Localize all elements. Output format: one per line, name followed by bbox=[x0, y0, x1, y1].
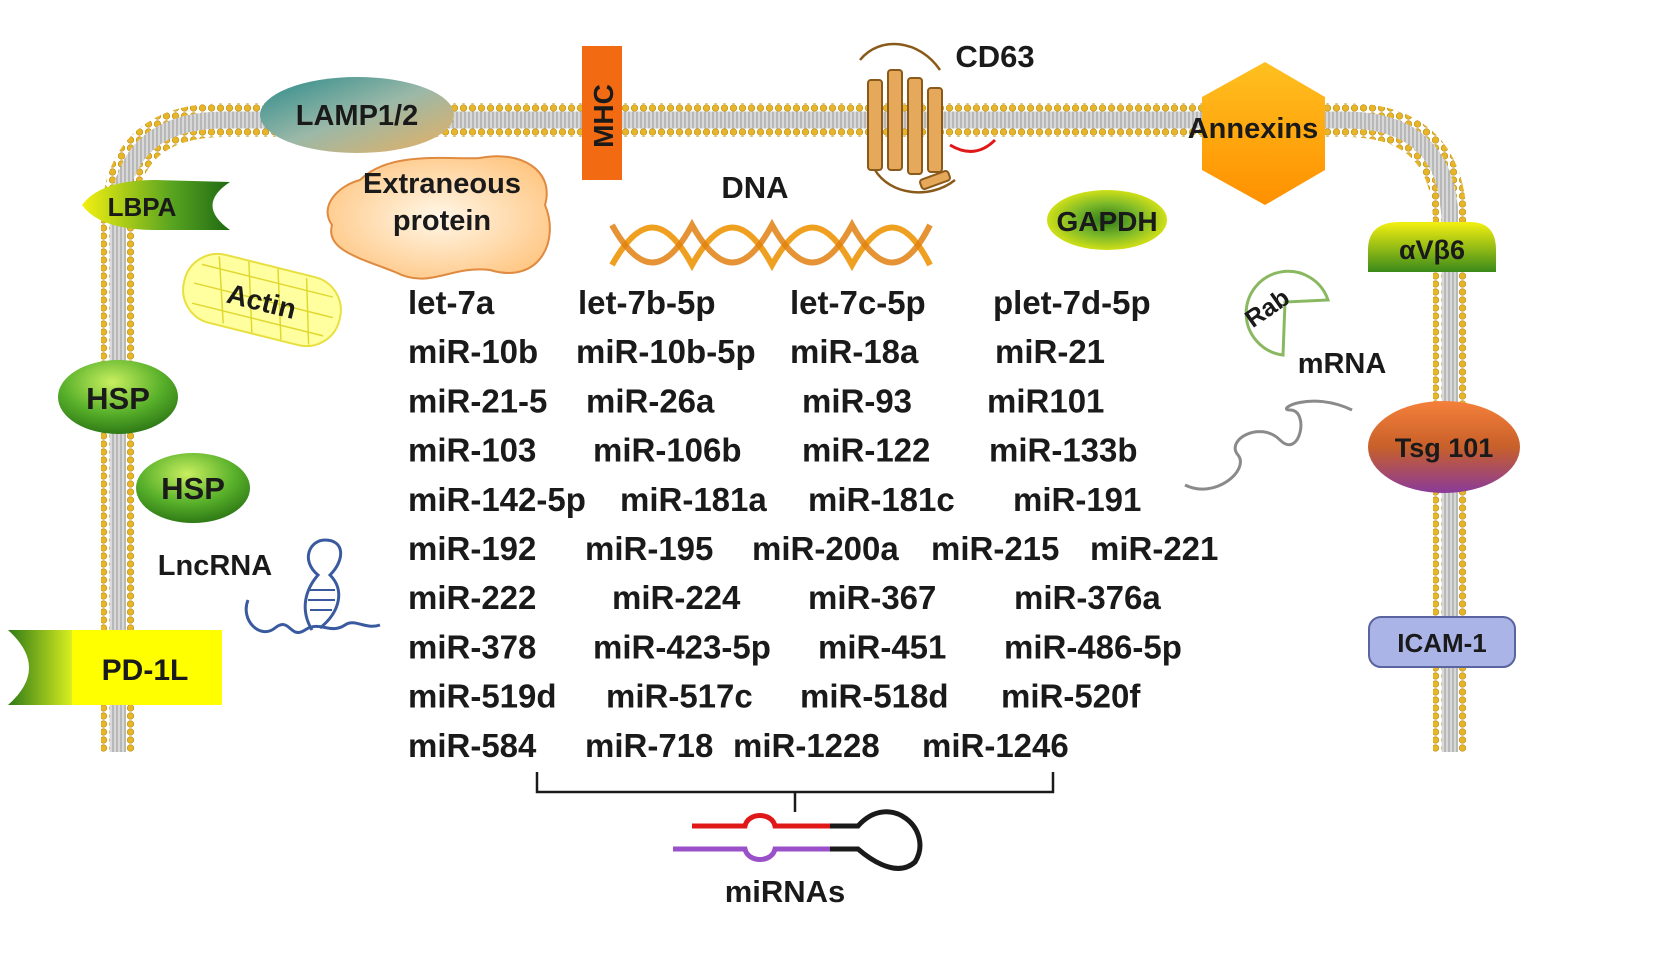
mirna-item: miR-21-5 bbox=[408, 382, 547, 419]
mirna-item: miR-195 bbox=[585, 530, 713, 567]
extraneous-protein: Extraneous protein bbox=[326, 155, 551, 280]
extraneous-protein-label-1: Extraneous bbox=[363, 168, 521, 200]
dna-helix: DNA bbox=[609, 170, 933, 272]
pd1l-label: PD-1L bbox=[102, 654, 189, 687]
lamp-label: LAMP1/2 bbox=[296, 100, 418, 132]
extraneous-protein-label-2: protein bbox=[393, 205, 491, 237]
mirna-item: miR-518d bbox=[800, 678, 949, 715]
annexins-label: Annexins bbox=[1188, 113, 1319, 145]
avb6-label: αVβ6 bbox=[1399, 235, 1465, 265]
mirna-item: let-7a bbox=[408, 284, 495, 321]
gapdh-protein: GAPDH bbox=[1047, 190, 1167, 250]
mirna-item: miR-10b bbox=[408, 333, 538, 370]
lamp-protein: LAMP1/2 bbox=[260, 77, 454, 153]
cd63-label: CD63 bbox=[955, 39, 1034, 74]
mirna-item: miR-222 bbox=[408, 579, 536, 616]
mirna-item: miR-133b bbox=[989, 432, 1138, 469]
mirna-item: miR-486-5p bbox=[1004, 628, 1182, 665]
dna-label: DNA bbox=[721, 170, 788, 205]
lncrna-label: LncRNA bbox=[158, 550, 272, 582]
icam1-protein: ICAM-1 bbox=[1368, 616, 1516, 668]
avb6-protein: αVβ6 bbox=[1368, 222, 1496, 272]
mirna-list: let-7a let-7b-5p let-7c-5p plet-7d-5p miR-10… bbox=[408, 284, 1218, 764]
pd1l-protein: PD-1L bbox=[8, 630, 222, 705]
mirna-item: miR-103 bbox=[408, 432, 536, 469]
mirna-item: let-7c-5p bbox=[790, 284, 926, 321]
mirna-item: miR-1246 bbox=[922, 727, 1069, 764]
mirna-item: let-7b-5p bbox=[578, 284, 716, 321]
mirna-item: miR-519d bbox=[408, 678, 557, 715]
mirna-item: miR-378 bbox=[408, 628, 536, 665]
mirna-item: miR-18a bbox=[790, 333, 919, 370]
mirna-item: miR-191 bbox=[1013, 481, 1141, 518]
mrna-label: mRNA bbox=[1298, 348, 1387, 380]
mirna-item: miR-106b bbox=[593, 432, 742, 469]
cd63-protein: CD63 bbox=[859, 39, 1035, 194]
mirna-item: miR-26a bbox=[586, 382, 715, 419]
mirna-item: miR-376a bbox=[1014, 579, 1161, 616]
mirna-item: miR-181c bbox=[808, 481, 955, 518]
mirna-item: miR-181a bbox=[620, 481, 767, 518]
tsg101-protein: Tsg 101 bbox=[1368, 401, 1520, 493]
actin-filament: Actin bbox=[182, 252, 342, 348]
mirna-item: miR-520f bbox=[1001, 678, 1141, 715]
mirna-item: miR-200a bbox=[752, 530, 899, 567]
mirna-bracket bbox=[535, 772, 1055, 812]
mirna-hairpin-icon bbox=[673, 809, 923, 871]
mirna-item: miR-10b-5p bbox=[576, 333, 756, 370]
exosome-membrane bbox=[101, 103, 1467, 752]
gapdh-label: GAPDH bbox=[1056, 206, 1157, 237]
mirna-item: miR-1228 bbox=[733, 727, 880, 764]
mirna-item: miR-718 bbox=[585, 727, 713, 764]
mirna-item: miR-584 bbox=[408, 727, 537, 764]
lbpa-protein: LBPA bbox=[82, 180, 230, 230]
mhc-label: MHC bbox=[588, 84, 619, 148]
icam1-label: ICAM-1 bbox=[1397, 628, 1487, 658]
hsp-inner-label: HSP bbox=[161, 471, 225, 506]
mirna-item: miR-367 bbox=[808, 579, 936, 616]
mirna-item: miR-423-5p bbox=[593, 628, 771, 665]
hsp-membrane-label: HSP bbox=[86, 381, 150, 416]
annexins-protein: Annexins bbox=[1188, 62, 1325, 205]
mirna-item: miR-122 bbox=[802, 432, 930, 469]
mirna-item: miR-451 bbox=[818, 628, 946, 665]
hsp-membrane-protein: HSP bbox=[58, 360, 178, 434]
mirna-item: miR-142-5p bbox=[408, 481, 586, 518]
mrna: mRNA bbox=[1184, 348, 1387, 491]
hsp-inner-protein: HSP bbox=[136, 453, 250, 523]
mirna-item: miR-224 bbox=[612, 579, 741, 616]
lbpa-label: LBPA bbox=[108, 192, 177, 222]
tsg101-label: Tsg 101 bbox=[1395, 433, 1494, 463]
mirna-item: miR-21 bbox=[995, 333, 1105, 370]
mirna-item: miR-215 bbox=[931, 530, 1059, 567]
mhc-protein: MHC bbox=[582, 46, 622, 180]
lncrna: LncRNA bbox=[158, 538, 381, 634]
mirna-item: miR-517c bbox=[606, 678, 753, 715]
rab-protein: Rab bbox=[1240, 269, 1331, 357]
mirna-item: miR101 bbox=[987, 382, 1104, 419]
mirnas-label: miRNAs bbox=[725, 874, 846, 909]
mirna-item: miR-93 bbox=[802, 382, 912, 419]
mirna-item: miR-192 bbox=[408, 530, 536, 567]
mirna-item: plet-7d-5p bbox=[993, 284, 1151, 321]
mirna-item: miR-221 bbox=[1090, 530, 1218, 567]
